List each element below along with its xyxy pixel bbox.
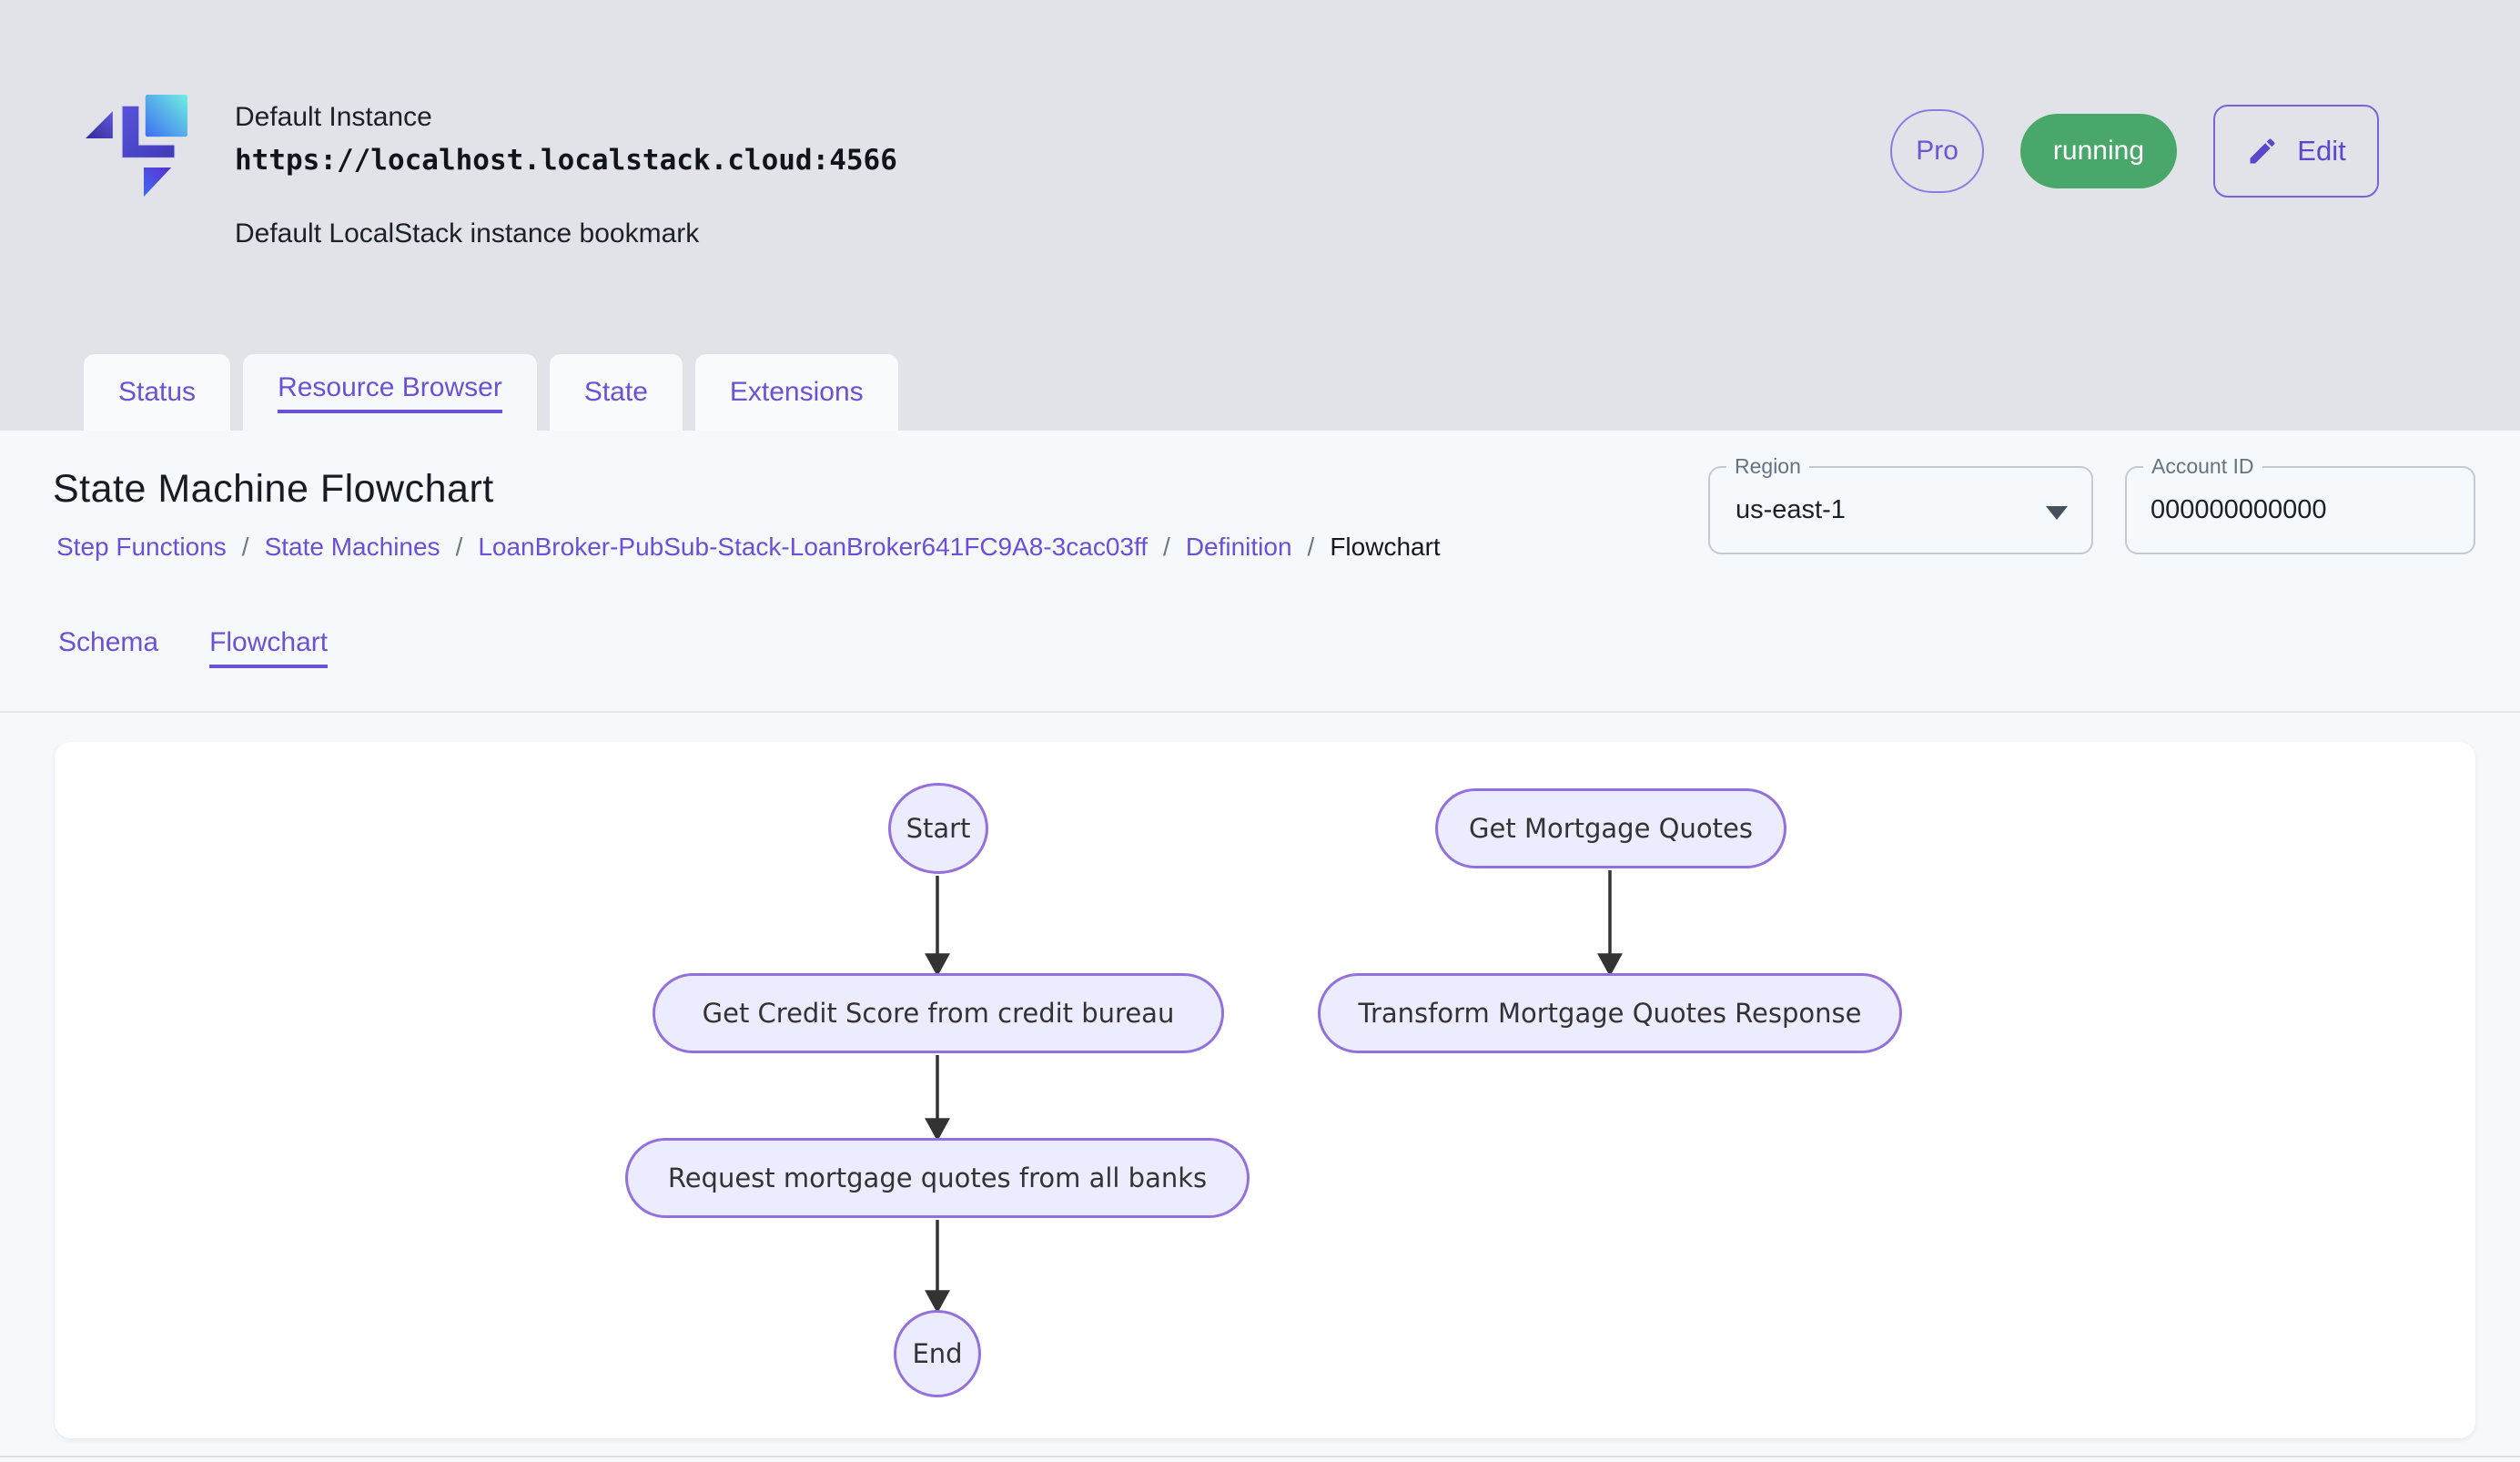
flowchart-edges [925,870,1623,1314]
flow-node-end: End [894,1310,981,1397]
definition-subtabs: Schema Flowchart [58,627,329,668]
flow-node-get-credit-score: Get Credit Score from credit bureau [653,973,1224,1053]
subtab-schema[interactable]: Schema [58,627,159,657]
flow-node-get-mortgage-quotes: Get Mortgage Quotes [1435,788,1786,868]
tab-state[interactable]: State [549,354,683,431]
dropdown-arrow-icon [2046,506,2068,520]
subtab-flowchart[interactable]: Flowchart [209,627,329,668]
arrowhead-icon [925,1118,950,1142]
account-id-box: Account ID [2125,454,2475,554]
breadcrumb-separator: / [1307,533,1315,561]
breadcrumb-link-step-functions[interactable]: Step Functions [56,533,227,561]
pro-badge: Pro [1890,109,1984,193]
flow-node-transform-response: Transform Mortgage Quotes Response [1318,973,1902,1053]
header-actions: Pro running Edit [1890,102,2379,200]
region-label: Region [1726,454,1809,479]
page-title: State Machine Flowchart [53,467,494,511]
region-value: us-east-1 [1736,495,1846,524]
edit-button-label: Edit [2297,135,2346,167]
status-badge: running [2019,114,2177,188]
flow-node-start: Start [888,783,988,874]
section-divider [0,711,2520,713]
instance-name: Default Instance [235,102,432,132]
flow-node-request-quotes: Request mortgage quotes from all banks [625,1138,1250,1218]
breadcrumb-separator: / [455,533,463,561]
main-tabs: Status Resource Browser State Extensions [84,354,898,431]
arrowhead-icon [925,953,950,977]
bottom-divider [0,1456,2520,1457]
account-id-input[interactable] [2151,468,2451,553]
instance-subtitle: Default LocalStack instance bookmark [235,218,700,249]
instance-url: https://localhost.localstack.cloud:4566 [235,144,897,177]
tab-status[interactable]: Status [84,354,231,431]
tab-resource-browser[interactable]: Resource Browser [243,354,537,431]
breadcrumb-link-definition[interactable]: Definition [1185,533,1292,561]
breadcrumb-current: Flowchart [1330,533,1441,561]
breadcrumb-link-state-machines[interactable]: State Machines [264,533,440,561]
breadcrumb: Step Functions / State Machines / LoanBr… [56,533,1441,562]
pencil-icon [2250,138,2275,164]
flowchart-card: Start Get Mortgage Quotes Get Credit Sco… [55,742,2475,1438]
breadcrumb-separator: / [241,533,249,561]
breadcrumb-separator: / [1163,533,1170,561]
arrowhead-icon [1597,953,1623,977]
localstack-logo-icon [86,95,187,197]
region-select[interactable]: Region us-east-1 [1708,454,2093,554]
arrowhead-icon [925,1290,950,1314]
breadcrumb-link-state-machine-name[interactable]: LoanBroker-PubSub-Stack-LoanBroker641FC9… [478,533,1149,561]
tab-extensions[interactable]: Extensions [694,354,898,431]
content-panel: State Machine Flowchart Step Functions /… [0,431,2520,1462]
edit-button[interactable]: Edit [2213,105,2379,198]
